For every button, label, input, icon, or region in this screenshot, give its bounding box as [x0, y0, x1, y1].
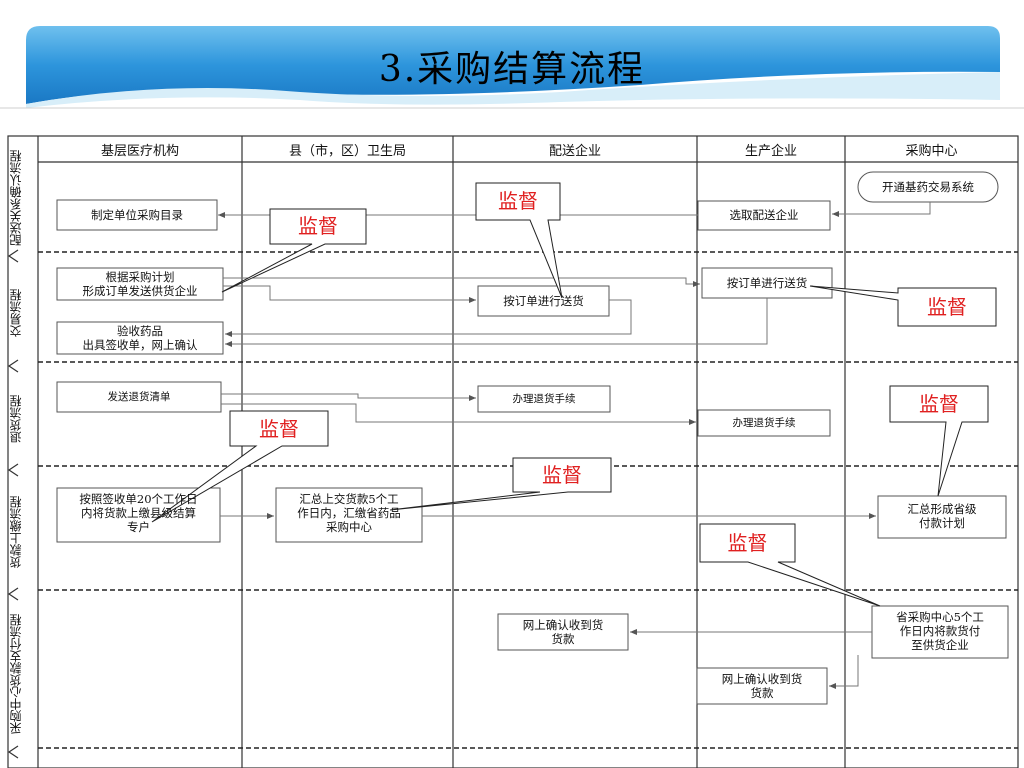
text-pay-line2: 内将货款上缴县级结算: [81, 506, 196, 520]
lane-label-transaction: 交易流程: [9, 289, 23, 337]
supervision-label-7: 监督: [727, 531, 768, 555]
box-county-summary: [275, 487, 423, 543]
text-center-pay-line3: 至供货企业: [911, 638, 969, 652]
supervision-label-2: 监督: [498, 189, 538, 213]
box-send-return: [56, 381, 222, 413]
box-receive: [56, 321, 224, 355]
column-header-manufacturer: 生产企业: [744, 144, 797, 159]
text-dist-deliver: 按订单进行送货: [503, 294, 584, 308]
callout-3: [809, 285, 997, 327]
box-dist-deliver: [477, 285, 610, 317]
column-header-distributor: 配送企业: [548, 144, 601, 159]
grid: [7, 135, 1019, 768]
callout-4: [151, 410, 329, 523]
lane-label-center-payment: 采购中心货款支付流程: [9, 614, 23, 734]
text-dist-return: 办理退货手续: [512, 393, 576, 405]
callout-6: [889, 385, 989, 497]
box-open-system: [857, 171, 999, 203]
text-mfr-return: 办理退货手续: [732, 417, 796, 429]
text-receive-line1: 验收药品: [117, 324, 163, 338]
supervision-callouts: [151, 182, 997, 607]
text-mfr-confirm-line1: 网上确认收到货: [721, 672, 803, 686]
text-mfr-deliver: 按订单进行送货: [726, 276, 808, 290]
box-make-catalog: [56, 199, 218, 231]
box-dist-return: [477, 385, 611, 413]
text-center-pay-line1: 省采购中心5个工: [896, 610, 984, 624]
column-header-health-bureau: 县（市，区）卫生局: [288, 144, 406, 159]
text-center-pay-line2: 作日内将款货付: [899, 624, 981, 638]
supervision-label-3: 监督: [927, 295, 967, 319]
text-make-catalog: 制定单位采购目录: [91, 208, 183, 222]
callout-1: [221, 208, 367, 293]
text-select-distributor: 选取配送企业: [729, 208, 799, 222]
box-order: [56, 267, 224, 301]
text-county-line1: 汇总上交货款5个工: [299, 492, 399, 506]
lane-label-delivery-confirm: 配送关系确认流程: [9, 150, 23, 246]
supervision-label-5: 监督: [542, 463, 582, 487]
lane-chevrons: [7, 249, 19, 759]
box-dist-confirm: [497, 613, 629, 651]
text-open-system: 开通基药交易系统: [882, 180, 974, 194]
title-banner: [0, 26, 1024, 109]
box-center-pay: [871, 605, 1009, 659]
text-mfr-confirm-line2: 货款: [750, 686, 774, 700]
text-send-return: 发送退货清单: [107, 391, 171, 403]
column-header-clinic: 基层医疗机构: [100, 144, 179, 159]
text-pay-line3: 专户: [127, 520, 150, 534]
supervision-label-4: 监督: [259, 417, 299, 441]
text-county-line2: 作日内，汇缴省药品: [297, 506, 401, 520]
text-receive-line2: 出具签收单，网上确认: [82, 338, 198, 352]
callout-5: [389, 457, 612, 511]
text-county-line3: 采购中心: [326, 520, 372, 534]
box-provincial-plan: [877, 495, 1007, 539]
box-mfr-deliver: [701, 267, 833, 299]
text-dist-confirm-line2: 货款: [551, 632, 575, 646]
lane-label-return: 退货流程: [9, 395, 23, 443]
connectors: [218, 202, 931, 689]
text-dist-confirm-line1: 网上确认收到货: [522, 618, 604, 632]
text-plan-line1: 汇总形成省级: [907, 502, 977, 516]
supervision-label-1: 监督: [298, 214, 338, 238]
callout-7: [699, 523, 881, 607]
boxes: [56, 171, 1009, 705]
column-header-procurement-center: 采购中心: [905, 144, 958, 159]
callout-2: [475, 182, 563, 299]
box-select-distributor: [697, 200, 831, 231]
text-pay-line1: 按照签收单20个工作日: [79, 492, 198, 506]
lane-label-payment-upload: 货款上缴流程: [9, 496, 23, 568]
text-order-line1: 根据采购计划: [105, 270, 175, 284]
box-mfr-return: [697, 409, 831, 437]
text-order-line2: 形成订单发送供货企业: [82, 284, 198, 298]
lane-dividers: [38, 251, 1018, 749]
box-mfr-confirm: [696, 667, 828, 705]
supervision-label-6: 监督: [919, 392, 959, 416]
text-plan-line2: 付款计划: [919, 516, 965, 530]
slide-title: 3.采购结算流程: [378, 49, 646, 90]
